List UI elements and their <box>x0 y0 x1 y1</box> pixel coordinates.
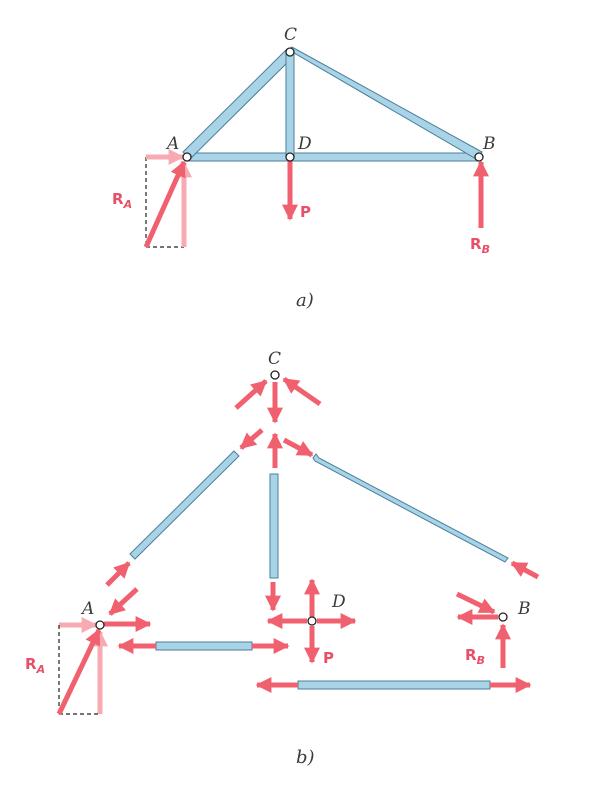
caption-a: a) <box>296 290 314 311</box>
part-a: C A D B RA P RB a) <box>112 25 496 311</box>
joint-b-forces <box>455 591 512 668</box>
ra-arrow-a <box>143 160 187 249</box>
label-a-b: A <box>80 599 94 619</box>
member-cb-b <box>312 453 509 563</box>
truss-members-b <box>129 450 509 690</box>
part-b: C A D B RA P RB b) <box>25 349 540 768</box>
caption-b: b) <box>296 747 315 768</box>
label-b-a: B <box>482 134 496 154</box>
member-cd-b <box>269 473 279 579</box>
joint-a-a <box>182 152 192 162</box>
joint-a-b <box>95 620 105 630</box>
joint-d-forces <box>266 578 357 664</box>
joint-b-b <box>498 612 508 622</box>
support-dashed-b <box>58 625 99 715</box>
joint-d-a <box>285 152 295 162</box>
member-ac <box>182 48 295 160</box>
ra-arrow-b <box>56 628 102 716</box>
member-end-force-cb-b <box>510 560 540 580</box>
label-a-a: A <box>165 134 179 154</box>
member-ad-b <box>155 641 253 651</box>
member-end-forces-c <box>239 428 314 468</box>
label-d-a: D <box>297 134 312 154</box>
joint-c-forces <box>234 376 322 424</box>
member-cd <box>285 53 295 156</box>
label-c-a: C <box>284 25 297 45</box>
truss-members-a <box>182 46 483 162</box>
joint-c-a <box>285 47 295 57</box>
member-ab <box>185 152 481 162</box>
label-b-b: B <box>517 599 531 619</box>
joint-c-b <box>270 370 280 380</box>
member-cb <box>288 46 483 161</box>
label-rb-a: RB <box>470 235 490 256</box>
joint-b-a <box>474 152 484 162</box>
label-rb-b: RB <box>465 646 485 667</box>
label-c-b: C <box>268 349 281 369</box>
label-d-b: D <box>331 592 346 612</box>
joint-d-b <box>307 616 317 626</box>
label-p-a: P <box>300 203 311 221</box>
member-db-b <box>297 680 491 690</box>
member-end-forces-a <box>105 561 139 616</box>
label-ra-a: RA <box>112 190 132 211</box>
label-ra-b: RA <box>25 655 45 676</box>
member-ac-b <box>129 450 240 560</box>
support-dashed-a <box>145 157 184 248</box>
label-p-b: P <box>323 649 334 667</box>
